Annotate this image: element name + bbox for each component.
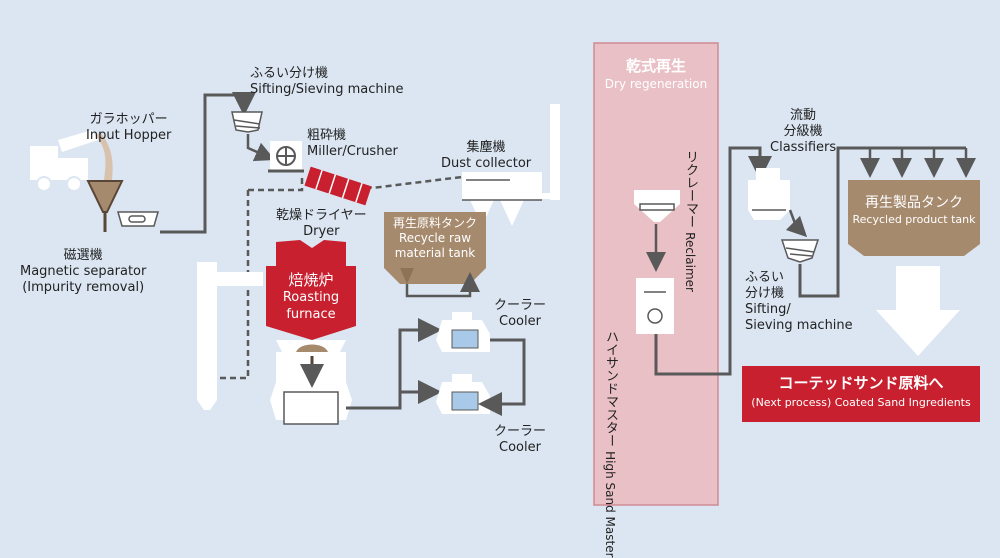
- raw-tank-label: 再生原料タンク Recycle raw material tank: [387, 216, 483, 261]
- dashed-dryer-to-dust: [365, 174, 471, 190]
- dryer-label: 乾燥ドライヤー Dryer: [276, 208, 367, 240]
- sieve-machine-2-icon: [780, 239, 820, 263]
- sieve-2-jp2: 分け機: [745, 286, 785, 301]
- reclaimer-label: リクレーマー Reclaimer: [682, 150, 698, 292]
- classifier-en: Classifiers: [770, 140, 837, 155]
- sieve-2-label: ふるい 分け機 Sifting/ Sieving machine: [745, 270, 853, 334]
- furnace-jp: 焙焼炉: [288, 271, 334, 289]
- classifier-jp1: 流動: [790, 108, 817, 123]
- reclaimer-jp: リクレーマー: [683, 150, 698, 228]
- dust-collector-en: Dust collector: [441, 156, 532, 171]
- flow-hsm-to-classifier: [654, 146, 772, 376]
- dust-collector-jp: 集塵機: [466, 140, 506, 155]
- classifier-icon: [748, 168, 790, 220]
- cooler-1-en: Cooler: [499, 314, 541, 329]
- next-process-box: [742, 366, 980, 422]
- cooler-2-icon: [436, 374, 490, 414]
- product-tank-inlet-arrows: [860, 148, 976, 178]
- magnetic-separator-icon: [117, 211, 159, 227]
- flow-tank-to-furnace: [405, 272, 480, 298]
- flow-furnace-to-coolers: [346, 318, 442, 410]
- cyclone-column: [197, 262, 263, 410]
- flow-to-cooler2: [398, 330, 442, 404]
- sieve-2-jp1: ふるい: [745, 270, 785, 285]
- recycle-raw-material-tank: [384, 212, 486, 284]
- sieve-machine-icon: [231, 111, 263, 133]
- next-process-jp: コーテッドサンド原料へ: [778, 374, 944, 392]
- cooler-2-label: クーラー Cooler: [494, 424, 546, 456]
- cooler-1-label: クーラー Cooler: [494, 298, 546, 330]
- dry-regeneration-en: Dry regeneration: [604, 77, 708, 91]
- diagram-graphics: [30, 42, 980, 506]
- reclaimer-en: Reclaimer: [683, 232, 697, 292]
- next-process-en: (Next process) Coated Sand Ingredients: [751, 396, 971, 409]
- flow-coolers-to-reclaimer: [478, 338, 526, 416]
- input-hopper-en: Input Hopper: [86, 128, 172, 143]
- sieve-label: ふるい分け機 Sifting/Sieving machine: [250, 66, 403, 98]
- high-sand-master-label: ハイサンドマスター High Sand Master: [602, 330, 618, 558]
- sieve-2-en2: Sieving machine: [745, 318, 853, 333]
- reclaimer-icon: [634, 190, 680, 222]
- magnetic-separator-label: 磁選機 Magnetic separator (Impurity removal…: [20, 248, 146, 296]
- truck-icon: [30, 130, 98, 192]
- dust-collector-label: 集塵機 Dust collector: [441, 140, 531, 172]
- cooler-1-jp: クーラー: [494, 298, 547, 313]
- flow-sieve-to-product: [798, 146, 966, 298]
- classifier-label: 流動 分級機 Classifiers: [770, 108, 836, 156]
- process-diagram: ガラホッパー Input Hopper ふるい分け機 Sifting/Sievi…: [20, 42, 980, 558]
- product-tank-label: 再生製品タンク Recycled product tank: [848, 194, 980, 228]
- dry-regeneration-label: 乾式再生 Dry regeneration: [594, 56, 718, 92]
- sand-stream: [96, 132, 113, 180]
- magnetic-separator-en2: (Impurity removal): [22, 280, 145, 295]
- cooler-1-icon: [436, 312, 490, 352]
- magnetic-separator-en1: Magnetic separator: [20, 264, 147, 279]
- dry-regeneration-jp: 乾式再生: [625, 57, 686, 75]
- flow-sieve-to-crusher: [246, 134, 276, 162]
- furnace-label: 焙焼炉 Roasting furnace: [266, 272, 356, 323]
- product-tank-en: Recycled product tank: [852, 213, 976, 226]
- dryer-en: Dryer: [303, 224, 340, 239]
- high-sand-master-jp: ハイサンドマスター: [603, 330, 618, 447]
- crusher-label: 粗砕機 Miller/Crusher: [307, 128, 398, 160]
- input-hopper-label: ガラホッパー Input Hopper: [86, 112, 171, 144]
- furnace-en1: Roasting: [282, 290, 340, 305]
- sieve-en: Sifting/Sieving machine: [250, 82, 404, 97]
- cooler-2-jp: クーラー: [494, 424, 547, 439]
- high-sand-master-en: High Sand Master: [603, 451, 617, 558]
- input-hopper-jp: ガラホッパー: [89, 112, 168, 127]
- roasting-furnace-icon: [266, 240, 356, 425]
- dashed-recirculation: [218, 176, 304, 380]
- high-sand-master-icon: [636, 278, 674, 334]
- raw-tank-jp: 再生原料タンク: [392, 216, 477, 230]
- sieve-2-en1: Sifting/: [745, 302, 791, 317]
- recycled-product-tank: [848, 180, 980, 256]
- next-process-arrow: [876, 266, 960, 356]
- classifier-jp2: 分級機: [783, 124, 823, 139]
- magnetic-separator-jp: 磁選機: [63, 248, 103, 263]
- flow-classifier-to-sieve: [785, 209, 808, 238]
- cooler-2-en: Cooler: [499, 440, 541, 455]
- input-hopper-icon: [86, 180, 124, 213]
- crusher-en: Miller/Crusher: [307, 144, 398, 159]
- sieve-jp: ふるい分け機: [250, 66, 329, 81]
- raw-tank-en2: material tank: [394, 246, 476, 260]
- product-tank-jp: 再生製品タンク: [865, 195, 963, 211]
- dryer-icon: [304, 166, 372, 206]
- dust-collector-icon: [462, 104, 560, 226]
- dryer-jp: 乾燥ドライヤー: [276, 208, 367, 223]
- flow-magsep-to-sieve: [160, 92, 256, 234]
- crusher-jp: 粗砕機: [307, 128, 347, 143]
- dry-regeneration-band: [593, 42, 719, 506]
- next-process-label: コーテッドサンド原料へ (Next process) Coated Sand I…: [742, 372, 980, 412]
- raw-tank-en1: Recycle raw: [398, 231, 472, 245]
- furnace-en2: furnace: [286, 307, 336, 322]
- crusher-icon: [268, 141, 304, 173]
